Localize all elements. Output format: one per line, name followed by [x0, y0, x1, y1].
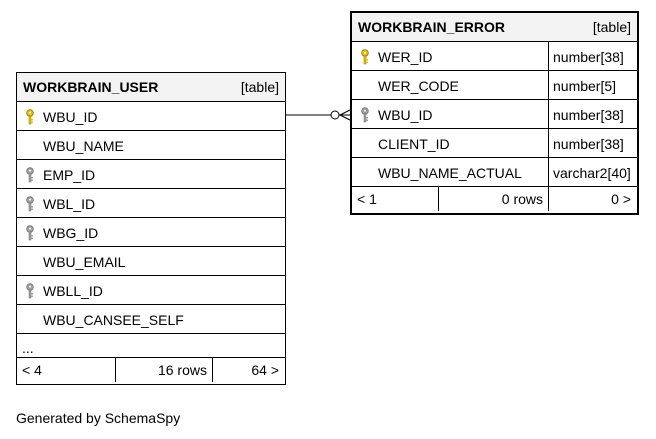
workbrain-user-table[interactable]: WORKBRAIN_USER [table] WBU_ID WBU_NAME EMP… [16, 72, 286, 385]
column-type: number[38] [548, 42, 624, 70]
column-row-wbg-id[interactable]: WBG_ID [17, 218, 285, 247]
column-type: number[38] [548, 129, 624, 157]
column-type: number[38] [548, 100, 624, 128]
column-row-wbu-name[interactable]: WBU_NAME [17, 131, 285, 160]
column-row-wbu-email[interactable]: WBU_EMAIL [17, 247, 285, 276]
column-name: WBLL_ID [43, 283, 103, 299]
foreign-key-icon [26, 283, 34, 299]
children-count[interactable]: 0 > [611, 191, 631, 207]
column-name: WBU_ID [43, 109, 98, 125]
table-name: WORKBRAIN_USER [23, 79, 159, 95]
column-name: WBG_ID [43, 225, 99, 241]
table-footer: < 1 0 rows 0 > [352, 187, 637, 211]
workbrain-error-table[interactable]: WORKBRAIN_ERROR [table] WER_ID number[38]… [350, 11, 639, 215]
column-name: WBU_ID [378, 107, 433, 123]
foreign-key-icon [361, 107, 369, 123]
column-row-wbll-id[interactable]: WBLL_ID [17, 276, 285, 305]
children-count[interactable]: 64 > [251, 362, 279, 378]
column-name: WER_CODE [378, 78, 459, 94]
column-row-wer-id[interactable]: WER_ID number[38] [352, 42, 637, 71]
column-name: WBU_CANSEE_SELF [43, 312, 184, 328]
table-header: WORKBRAIN_USER [table] [17, 73, 285, 102]
table-footer: < 4 16 rows 64 > [17, 358, 285, 382]
table-kind: [table] [240, 79, 279, 95]
more-columns-row: ... [17, 334, 285, 358]
parents-count[interactable]: < 4 [22, 362, 42, 378]
table-header: WORKBRAIN_ERROR [table] [352, 13, 637, 42]
table-name: WORKBRAIN_ERROR [358, 19, 505, 35]
column-row-wbu-id[interactable]: WBU_ID [17, 102, 285, 131]
primary-key-icon [26, 109, 34, 125]
column-name: WBU_NAME [43, 138, 124, 154]
foreign-key-icon [26, 225, 34, 241]
crowfoot-upper [339, 109, 351, 116]
column-row-client-id[interactable]: CLIENT_ID number[38] [352, 129, 637, 158]
primary-key-icon [361, 49, 369, 65]
column-row-wbu-cansee-self[interactable]: WBU_CANSEE_SELF [17, 305, 285, 334]
crowfoot-lower [339, 114, 351, 121]
rows-count: 0 rows [501, 191, 543, 207]
column-row-wbu-name-actual[interactable]: WBU_NAME_ACTUAL varchar2[40] [352, 158, 637, 187]
optional-circle-marker [330, 110, 340, 120]
column-name: WBU_NAME_ACTUAL [378, 165, 522, 181]
parents-count[interactable]: < 1 [357, 191, 377, 207]
column-name: CLIENT_ID [378, 136, 450, 152]
column-name: WBL_ID [43, 196, 96, 212]
column-row-wbu-id[interactable]: WBU_ID number[38] [352, 100, 637, 129]
ellipsis-text: ... [22, 340, 34, 356]
foreign-key-icon [26, 196, 34, 212]
column-type: number[5] [548, 71, 616, 99]
column-row-wer-code[interactable]: WER_CODE number[5] [352, 71, 637, 100]
generated-by-caption: Generated by SchemaSpy [16, 410, 181, 426]
table-kind: [table] [592, 19, 631, 35]
column-name: WER_ID [378, 49, 433, 65]
column-name: WBU_EMAIL [43, 254, 126, 270]
column-name: EMP_ID [43, 167, 96, 183]
column-row-emp-id[interactable]: EMP_ID [17, 160, 285, 189]
column-row-wbl-id[interactable]: WBL_ID [17, 189, 285, 218]
column-type: varchar2[40] [548, 158, 631, 186]
foreign-key-icon [26, 167, 34, 183]
rows-count: 16 rows [157, 362, 207, 378]
